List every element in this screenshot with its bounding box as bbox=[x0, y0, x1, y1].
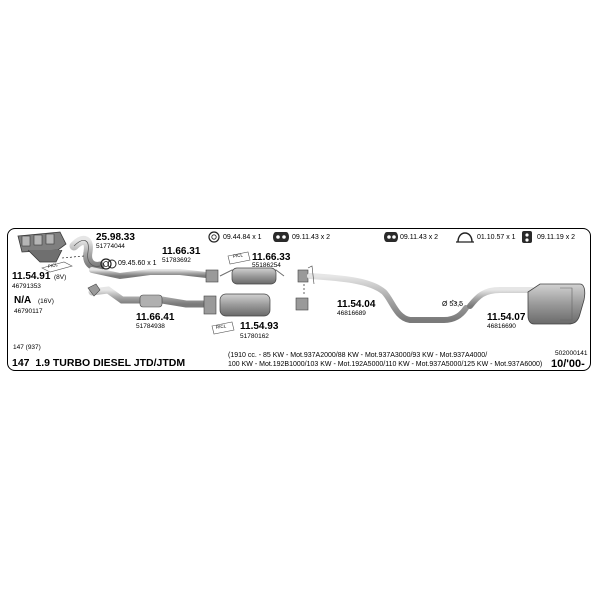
rubber-mount-icon bbox=[384, 232, 398, 242]
clamp-icon bbox=[208, 231, 220, 243]
middle-pipe-code: 11.54.04 bbox=[337, 299, 376, 310]
page-title: 147 1.9 TURBO DIESEL JTD/JTDM bbox=[12, 357, 186, 369]
engine-info-line-1: (1910 cc. - 85 KW - Mot.937A2000/88 KW -… bbox=[228, 352, 488, 359]
production-date: 10/'00- bbox=[551, 358, 585, 370]
catalyst-16v-number: 51780162 bbox=[240, 333, 269, 340]
catalyst-part[interactable] bbox=[219, 267, 309, 285]
manifold-number: 46791353 bbox=[12, 283, 41, 290]
manifold-code: 11.54.91 bbox=[12, 271, 51, 282]
u-clamp-icon bbox=[456, 232, 474, 243]
manifold-16v-variant: (16V) bbox=[38, 298, 54, 305]
catalyst-code: 11.66.33 bbox=[252, 252, 291, 263]
turbo-pipe-number: 51774044 bbox=[96, 243, 125, 250]
manifold-variant: (8V) bbox=[54, 274, 67, 281]
turbo-pipe-part[interactable] bbox=[69, 235, 105, 271]
rubber-hanger-icon bbox=[522, 231, 532, 243]
catalyst-number: 55186254 bbox=[252, 262, 281, 269]
front-pipe-code: 11.66.31 bbox=[162, 246, 201, 257]
diagram-frame bbox=[7, 228, 591, 371]
model-code: 147 (937) bbox=[13, 344, 41, 351]
clamp-label: 09.44.84 x 1 bbox=[223, 234, 262, 241]
catalyst-tag bbox=[227, 251, 251, 265]
catalyst-16v-part[interactable] bbox=[203, 293, 309, 317]
front-pipe-part[interactable] bbox=[89, 267, 219, 283]
rubber-mount-icon bbox=[273, 232, 289, 242]
gasket-label: 09.45.60 x 1 bbox=[118, 260, 157, 267]
middle-pipe-part[interactable] bbox=[307, 265, 469, 323]
rubber-hanger-label: 09.11.19 x 2 bbox=[537, 234, 576, 241]
front-pipe-16v-code: 11.66.41 bbox=[136, 312, 175, 323]
front-pipe-16v-number: 51784938 bbox=[136, 323, 165, 330]
engine-info-line-2: 100 KW - Mot.192B1000/103 KW - Mot.192A5… bbox=[228, 361, 543, 368]
rear-muffler-number: 46816690 bbox=[487, 323, 516, 330]
turbo-pipe-code: 25.98.33 bbox=[96, 232, 135, 243]
middle-pipe-number: 46816689 bbox=[337, 310, 366, 317]
manifold-tag bbox=[41, 261, 73, 273]
diameter-label: Ø 53,5 bbox=[442, 301, 464, 308]
rear-muffler-code: 11.54.07 bbox=[487, 312, 526, 323]
manifold-16v-code: N/A bbox=[14, 295, 32, 306]
leader-lines bbox=[61, 255, 463, 307]
front-pipe-16v-part[interactable] bbox=[87, 283, 210, 308]
manifold-part[interactable] bbox=[17, 231, 67, 263]
manifold-16v-number: 46790117 bbox=[14, 308, 43, 315]
catalyst-16v-tag bbox=[211, 321, 235, 335]
rear-muffler-part[interactable] bbox=[467, 283, 586, 325]
gasket-label-icon bbox=[107, 259, 117, 269]
front-pipe-number: 51783692 bbox=[162, 257, 191, 264]
rubber-mount-label: 09.11.43 x 2 bbox=[292, 234, 331, 241]
catalyst-16v-code: 11.54.93 bbox=[240, 321, 279, 332]
u-clamp-label: 01.10.57 x 1 bbox=[477, 234, 516, 241]
diagram-id: 502000141 bbox=[555, 350, 588, 357]
rubber-mount-label: 09.11.43 x 2 bbox=[400, 234, 439, 241]
